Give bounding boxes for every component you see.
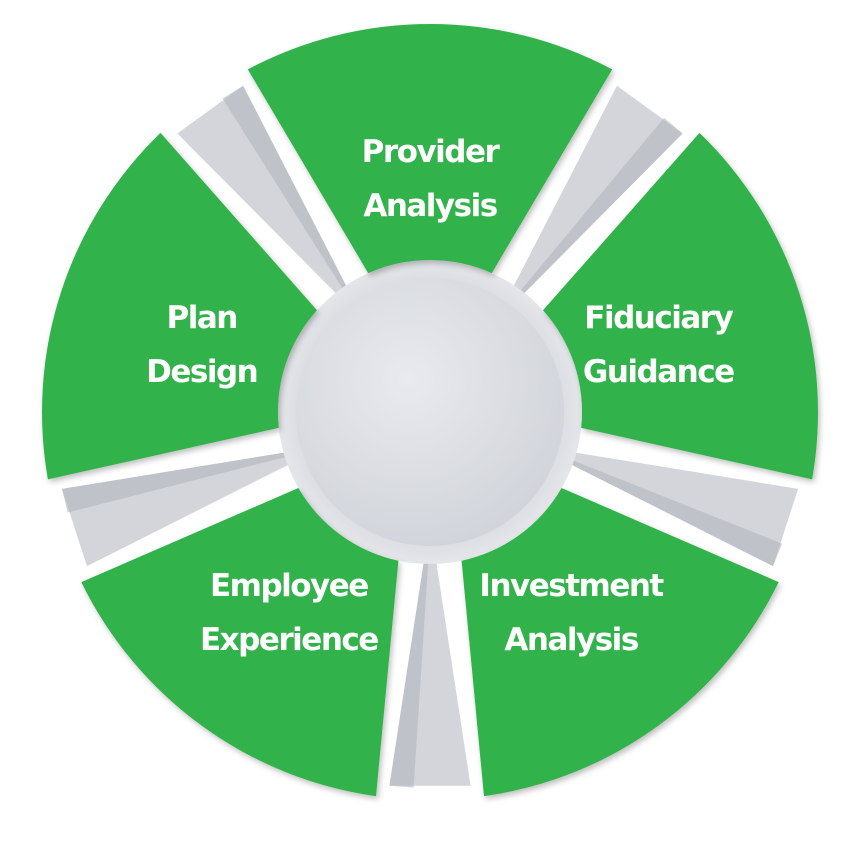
label-line-1: Plan (167, 300, 237, 336)
label-line-1: Employee (210, 568, 368, 604)
segment-plan-design (42, 132, 317, 480)
segment-fiduciary-guidance (543, 132, 818, 480)
label-line-1: Investment (479, 568, 664, 604)
label-line-2: Design (146, 354, 257, 390)
segment-employee-experience (81, 488, 399, 797)
label-line-1: Fiduciary (584, 300, 733, 336)
connector-shade (222, 85, 351, 297)
label-line-2: Analysis (504, 622, 637, 658)
label-line-2: Guidance (583, 354, 734, 390)
label-line-1: Provider (362, 134, 501, 170)
connectors (61, 85, 799, 788)
segments (42, 23, 818, 797)
connector-shade (61, 451, 295, 513)
hub-center (296, 278, 564, 546)
segment-investment-analysis (461, 488, 779, 797)
segment-provider-analysis (247, 23, 613, 274)
connector-shade (389, 553, 429, 788)
connector-spoke (177, 85, 351, 301)
label-line-2: Analysis (363, 188, 496, 224)
label-line-2: Experience (200, 622, 378, 658)
hub (296, 278, 564, 546)
connector-spoke (509, 85, 683, 301)
connector-shade (514, 117, 683, 301)
connector-shade (563, 457, 783, 567)
